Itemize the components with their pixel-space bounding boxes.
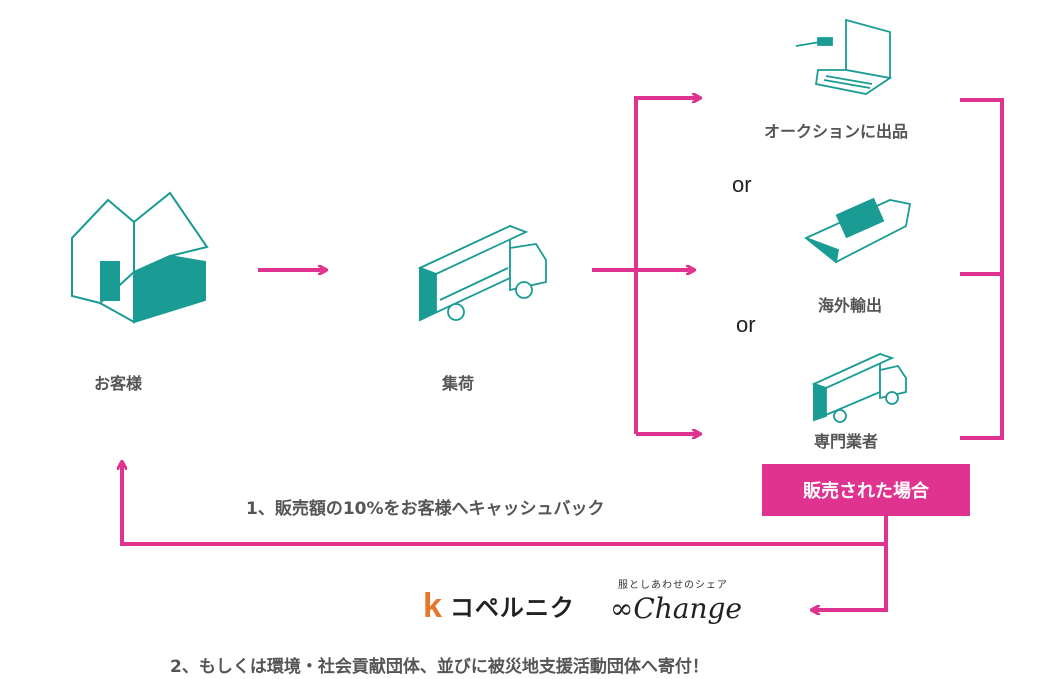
- kopeluniku-mark: k: [423, 586, 442, 625]
- customer-label: お客様: [94, 374, 143, 393]
- or-label: or: [732, 172, 752, 197]
- cargo-ship-icon: [804, 197, 912, 264]
- cashback-text: 1、販売額の10%をお客様へキャッシュバック: [246, 499, 605, 519]
- house-icon: [71, 191, 209, 324]
- xchange-wordmark: ∞Change: [610, 592, 743, 625]
- xchange-logo: 服としあわせのシェア ∞Change: [606, 574, 774, 634]
- auction-label: オークションに出品: [764, 122, 909, 141]
- laptop-auction-icon: [795, 18, 893, 95]
- export-label: 海外輸出: [818, 296, 883, 315]
- donation-text: 2、もしくは環境・社会貢献団体、並びに被災地支援活動団体へ寄付！: [170, 657, 709, 677]
- truck-icon: [811, 352, 907, 423]
- flow-arrows: [122, 98, 1004, 610]
- or-label: or: [736, 312, 756, 337]
- truck-icon: [417, 224, 547, 322]
- dealer-label: 専門業者: [814, 432, 879, 451]
- xchange-subtitle: 服としあわせのシェア: [618, 580, 728, 591]
- kopeluniku-text: コペルニク: [449, 594, 575, 622]
- sold-badge: 販売された場合: [762, 464, 970, 516]
- pickup-label: 集荷: [442, 374, 475, 393]
- kopeluniku-logo: k コペルニク: [423, 588, 575, 623]
